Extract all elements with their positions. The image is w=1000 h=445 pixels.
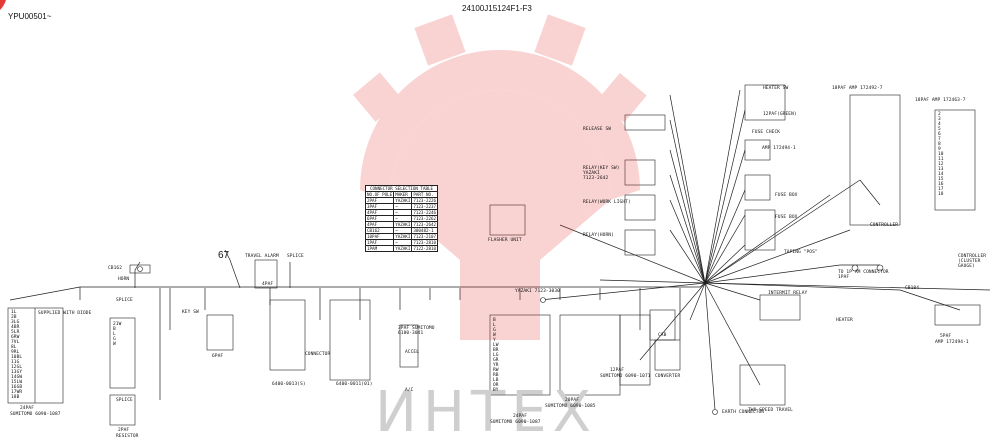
conn-6400-b-label: 6400-0011(01) <box>336 382 373 387</box>
horn-label: HORN <box>118 277 130 282</box>
conn-24paf-left <box>7 307 64 404</box>
splice-a-label: SPLICE <box>116 298 133 303</box>
flasher-unit-label: FLASHER UNIT <box>488 238 522 243</box>
relay-horn-label: RELAY(HORN) <box>583 233 614 238</box>
cab-label: CAB <box>658 333 667 338</box>
3paf-sumitomo-label: 3PAF SUMITOMO 6180-3041 <box>398 326 435 336</box>
key-sw-label: KEY SW <box>182 310 199 315</box>
fuse-box-label-b: FUSE BOX <box>775 215 798 220</box>
12paf-label: 12PAF <box>610 368 625 373</box>
heater-sw-label: HEATER SW <box>763 86 789 91</box>
two-speed-label: TWO SPEED TRAVEL <box>748 408 793 413</box>
6paf-label: 6PAF <box>212 354 224 359</box>
24paf-left-label: 24PAF <box>20 406 35 411</box>
heater-label: HEATER <box>836 318 853 323</box>
taping-pos-label: TAPING "POS" <box>784 250 818 255</box>
connector-selection-table: CONNECTOR SELECTION TABLE NO.OF POLE MAK… <box>364 185 439 252</box>
serial-label: YPU00501~ <box>8 12 52 21</box>
20paf-label: 20PAF <box>565 398 580 403</box>
resistor-label: RESISTOR <box>116 434 139 439</box>
sumitomo-12-label: SUMITOMO 6090-1071 <box>600 374 651 379</box>
sumitomo-left-label: SUMITOMO 6090-1087 <box>10 412 61 417</box>
controller-label: CONTROLLER <box>870 223 899 228</box>
amp-172494-label: AMP 172494-1 <box>762 146 796 151</box>
7123-2642-label: 7123-2642 <box>583 176 609 181</box>
yazaki-label: YAZAKI <box>583 171 600 176</box>
diode-label: SUPPLIED WITH DIODE <box>38 311 92 316</box>
18paf-amp-2-label: 18PAF AMP 172463-7 <box>915 98 966 103</box>
to-1p-connector-label: TO 1P AM CONNECTOR 1PAF <box>838 270 889 280</box>
watermark-gear-logo <box>353 14 647 340</box>
corner-mark <box>0 0 6 10</box>
5paf-label: 5PAF <box>940 334 952 339</box>
sumitomo-20-label: SUMITOMO 6090-1085 <box>545 404 596 409</box>
fuse-box-label-a: FUSE BOX <box>775 193 798 198</box>
sumitomo-mid-label: SUMITOMO 6090-1087 <box>490 420 541 425</box>
accel-label: ACCEL <box>405 350 420 355</box>
conn-6400-a-label: 6400-0013(S) <box>272 382 306 387</box>
amp-172494-r-label: AMP 172494-1 <box>935 340 969 345</box>
intermit-relay-label: INTERMIT RELAY <box>768 291 808 296</box>
table-row: 6PAF~7123-2262 <box>364 215 439 222</box>
cb184-label: CB184 <box>905 286 920 291</box>
horn-connector-label: CB162 <box>108 266 123 271</box>
24paf-mid-label: 24PAF <box>513 414 528 419</box>
converter-label: CONVERTER <box>655 374 681 379</box>
12paf-green-label: 12PAF(GREEN) <box>763 112 797 117</box>
table-title: CONNECTOR SELECTION TABLE <box>364 185 439 192</box>
4paf-label: 4PAF <box>262 282 274 287</box>
fuse-check-label: FUSE CHECK <box>752 130 781 135</box>
18paf-amp-1-label: 18PAF AMP 172492-7 <box>832 86 883 91</box>
watermark-text: ИНТЕХ <box>375 380 597 445</box>
connector-label: CONNECTOR <box>305 352 331 357</box>
2paf-label: 2PAF <box>118 428 130 433</box>
controller-gauge-label: CONTROLLER (CLUSTER GAUGE) <box>958 254 987 269</box>
travel-alarm-label: TRAVEL ALARM <box>245 254 279 259</box>
ac-label: A/C <box>405 388 414 393</box>
yazaki-7123-label: YAZAKI 7123-3030 <box>515 289 560 294</box>
release-sw-label: RELEASE SW <box>583 127 612 132</box>
drawing-number: 24100J15124F1-F3 <box>462 4 532 13</box>
wire-number: 67 <box>218 250 230 261</box>
earth-connector-label: EARTH CONNECTOR <box>722 410 765 415</box>
relay-key-label: RELAY(KEY SW) <box>583 166 620 171</box>
splice-b-label: SPLICE <box>116 398 133 403</box>
table-header: NO.OF POLE <box>364 191 395 198</box>
splice-label: SPLICE <box>287 254 304 259</box>
main-harness <box>9 282 706 301</box>
relay-work-light-label: RELAY(WORK LIGHT) <box>583 200 631 205</box>
